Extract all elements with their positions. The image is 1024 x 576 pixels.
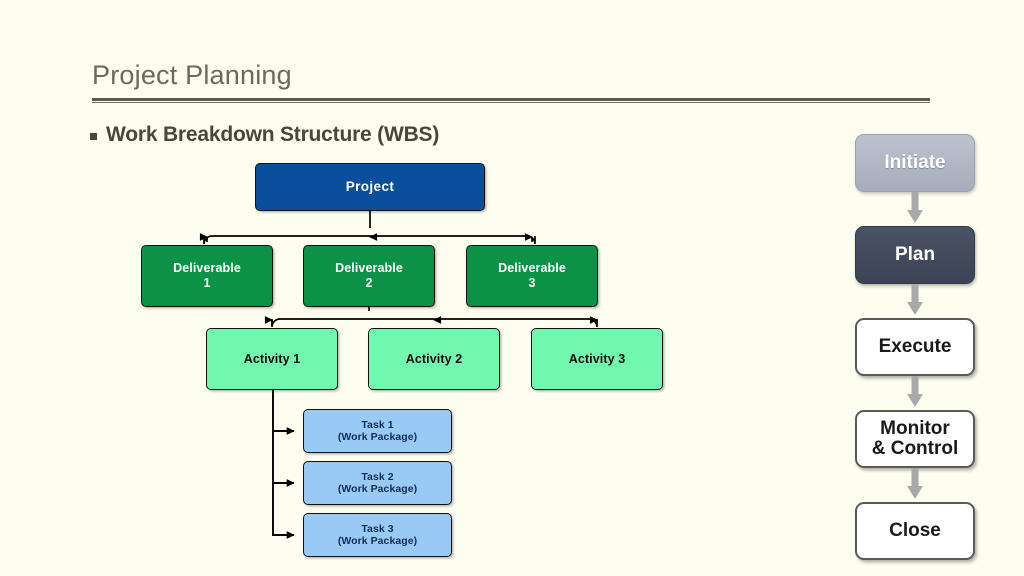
- deliverable-3-line2: 3: [528, 276, 536, 290]
- monitor-line2: & Control: [871, 438, 959, 459]
- wbs-node-deliverable-1[interactable]: Deliverable 1: [141, 245, 273, 307]
- wbs-node-project[interactable]: Project: [255, 163, 485, 211]
- wbs-node-deliverable-2-label: Deliverable 2: [335, 261, 403, 291]
- wbs-node-deliverable-3-label: Deliverable 3: [498, 261, 566, 291]
- flow-arrow-down-icon-2: [907, 284, 923, 318]
- process-phase-close[interactable]: Close: [855, 502, 975, 560]
- deliverable-2-line2: 2: [365, 276, 373, 290]
- wbs-node-task-2[interactable]: Task 2 (Work Package): [303, 461, 452, 505]
- deliverable-1-line2: 1: [203, 276, 211, 290]
- bullet-square-icon: [90, 132, 97, 140]
- process-phase-monitor-control-label: Monitor & Control: [871, 417, 959, 459]
- wbs-node-task-1[interactable]: Task 1 (Work Package): [303, 409, 452, 453]
- wbs-node-activity-3[interactable]: Activity 3: [531, 328, 663, 390]
- deliverable-3-line1: Deliverable: [498, 261, 566, 276]
- process-phase-plan[interactable]: Plan: [855, 226, 975, 284]
- monitor-line1: Monitor: [880, 417, 950, 439]
- wbs-node-project-label: Project: [345, 179, 395, 195]
- task-1-line1: Task 1: [361, 418, 394, 431]
- process-phase-plan-label: Plan: [894, 243, 936, 265]
- deliverable-1-line1: Deliverable: [173, 261, 241, 276]
- wbs-node-deliverable-2[interactable]: Deliverable 2: [303, 245, 435, 307]
- bullet-heading: Work Breakdown Structure (WBS): [90, 123, 439, 147]
- process-phase-initiate-label: Initiate: [884, 151, 946, 173]
- wbs-node-task-3[interactable]: Task 3 (Work Package): [303, 513, 452, 557]
- wbs-node-activity-2[interactable]: Activity 2: [368, 328, 500, 390]
- deliverable-2-line1: Deliverable: [335, 261, 403, 276]
- wbs-node-task-3-label: Task 3 (Work Package): [338, 523, 417, 548]
- wbs-node-task-1-label: Task 1 (Work Package): [338, 419, 417, 444]
- process-flow-diagram: Initiate Plan Execute Monitor & Control …: [855, 134, 975, 564]
- process-phase-execute-label: Execute: [878, 335, 952, 357]
- task-2-line2: (Work Package): [337, 483, 418, 495]
- wbs-node-deliverable-3[interactable]: Deliverable 3: [466, 245, 598, 307]
- process-phase-close-label: Close: [889, 519, 941, 541]
- wbs-node-activity-3-label: Activity 3: [568, 351, 626, 366]
- bullet-heading-label: Work Breakdown Structure (WBS): [106, 123, 440, 146]
- wbs-node-activity-2-label: Activity 2: [405, 351, 463, 366]
- process-phase-initiate[interactable]: Initiate: [855, 134, 975, 192]
- flow-arrow-down-icon-1: [907, 192, 923, 226]
- wbs-node-activity-1[interactable]: Activity 1: [206, 328, 338, 390]
- wbs-node-activity-1-label: Activity 1: [243, 351, 301, 366]
- task-3-line2: (Work Package): [337, 535, 418, 547]
- wbs-diagram: Project Deliverable 1 Deliverable 2 Deli…: [141, 163, 663, 557]
- process-phase-monitor-control[interactable]: Monitor & Control: [855, 410, 975, 468]
- title-divider: [92, 98, 930, 103]
- flow-arrow-down-icon-4: [907, 468, 923, 502]
- wbs-node-task-2-label: Task 2 (Work Package): [338, 471, 417, 496]
- page-title: Project Planning: [92, 60, 292, 90]
- flow-arrow-down-icon-3: [907, 376, 923, 410]
- process-phase-execute[interactable]: Execute: [855, 318, 975, 376]
- task-1-line2: (Work Package): [337, 431, 418, 443]
- task-3-line1: Task 3: [361, 522, 394, 535]
- task-2-line1: Task 2: [361, 470, 394, 483]
- wbs-connectors: [199, 211, 598, 539]
- wbs-node-deliverable-1-label: Deliverable 1: [173, 261, 241, 291]
